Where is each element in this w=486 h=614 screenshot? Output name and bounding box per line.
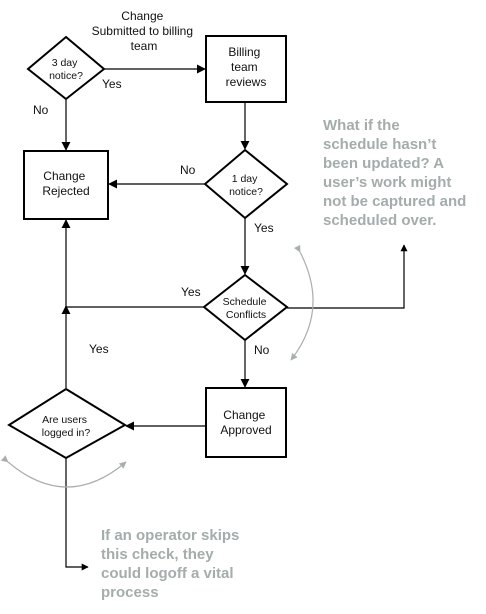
billing-team-reviews-line: reviews <box>226 75 267 89</box>
schedule-conflicts-line: Conflicts <box>226 309 266 321</box>
edge-label-one-day-yes: Yes <box>254 221 274 235</box>
terminal-change-approved: Change Approved <box>205 387 287 458</box>
terminal-change-rejected: Change Rejected <box>23 150 109 220</box>
edge-label-three-day-yes: Yes <box>102 77 122 91</box>
schedule-conflicts-label: Schedule Conflicts <box>223 296 270 321</box>
operator-note-line: process <box>101 584 159 601</box>
three-day-notice-line: 3 day <box>52 57 78 69</box>
operator-note-line: If an operator skips <box>101 527 239 544</box>
users-logged-in-label: Are users logged in? <box>42 414 91 439</box>
edge-label-conflicts-yes: Yes <box>181 285 201 299</box>
one-day-notice-line: notice? <box>229 186 263 198</box>
one-day-notice-label: 1 day notice? <box>229 173 263 198</box>
decision-schedule-conflicts: Schedule Conflicts <box>202 273 289 342</box>
schedule-note-line: not be captured and <box>323 193 466 210</box>
one-day-notice-line: 1 day <box>232 173 258 185</box>
start-label-line: Submitted to billing <box>92 24 193 38</box>
decision-three-day-notice: 3 day notice? <box>26 35 106 101</box>
start-label-line: Change <box>121 9 163 23</box>
arc-schedule-note <box>290 244 314 361</box>
edge-label-one-day-no: No <box>180 163 196 177</box>
schedule-conflicts-line: Schedule <box>223 296 267 308</box>
start-label-line: team <box>131 39 158 53</box>
change-rejected-line: Rejected <box>42 184 89 198</box>
edge-label-logged-in-yes: Yes <box>89 342 109 356</box>
schedule-note-line: user’s work might <box>323 174 451 191</box>
change-rejected-line: Change <box>43 169 85 183</box>
billing-team-reviews-label: Billing team reviews <box>226 45 267 89</box>
schedule-note-line: scheduled over. <box>323 212 436 229</box>
schedule-note-line: schedule hasn’t <box>323 136 436 153</box>
process-billing-team-reviews: Billing team reviews <box>205 35 287 103</box>
decision-users-logged-in: Are users logged in? <box>7 387 127 460</box>
edge-label-three-day-no: No <box>33 103 49 117</box>
operator-note-line: could logoff a vital <box>101 565 234 582</box>
change-approved-line: Approved <box>220 423 271 437</box>
users-logged-in-line: logged in? <box>42 427 91 439</box>
connector-schedule-note <box>287 244 408 309</box>
decision-one-day-notice: 1 day notice? <box>203 148 289 220</box>
schedule-note-line: What if the <box>323 117 400 134</box>
schedule-note: What if the schedule hasn’t been updated… <box>323 117 471 229</box>
change-approved-label: Change Approved <box>220 408 271 437</box>
three-day-notice-label: 3 day notice? <box>49 57 83 82</box>
change-approved-line: Change <box>223 408 265 422</box>
users-logged-in-line: Are users <box>42 414 87 426</box>
schedule-note-line: been updated? A <box>323 155 444 172</box>
operator-note-line: this check, they <box>101 546 214 563</box>
start-label: Change Submitted to billing team <box>92 9 197 53</box>
change-rejected-label: Change Rejected <box>42 169 89 198</box>
operator-note: If an operator skips this check, they co… <box>101 527 244 601</box>
arc-operator-note <box>0 455 127 488</box>
edge-label-conflicts-no: No <box>254 343 270 357</box>
three-day-notice-line: notice? <box>49 70 83 82</box>
billing-team-reviews-line: team <box>231 60 258 74</box>
connector-operator-note <box>65 458 89 571</box>
billing-team-reviews-line: Billing <box>228 45 260 59</box>
